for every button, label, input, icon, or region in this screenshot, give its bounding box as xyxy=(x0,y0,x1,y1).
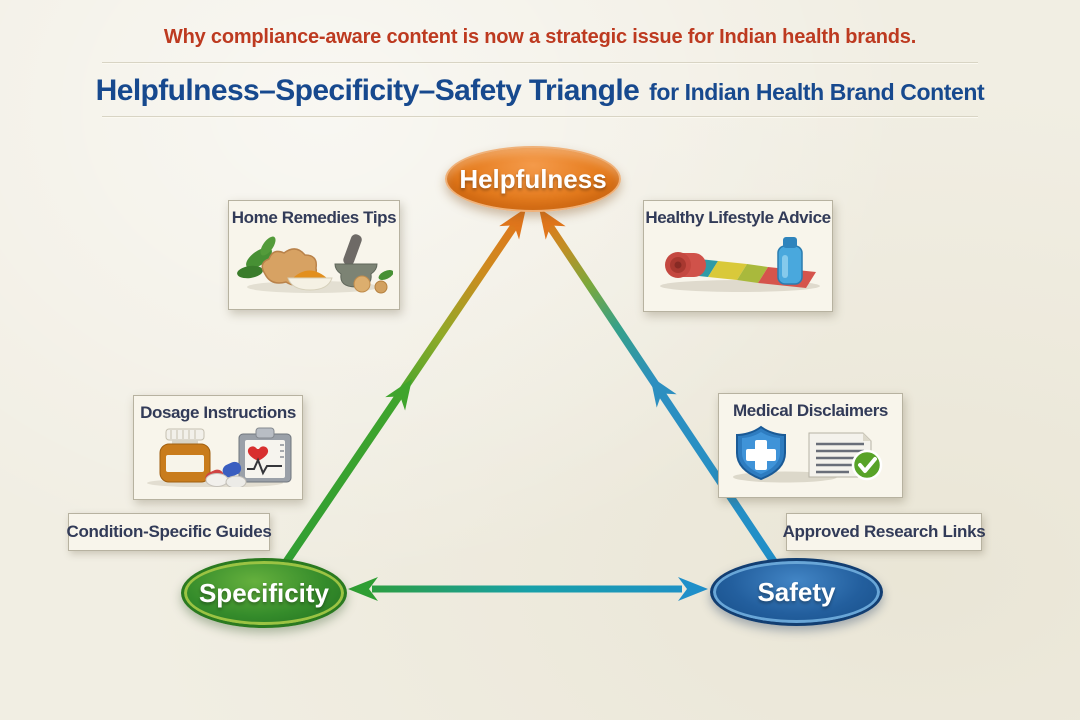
herbs-mortar-illustration xyxy=(237,234,393,294)
node-helpfulness-label: Helpfulness xyxy=(459,163,607,194)
card-home-remedies-title: Home Remedies Tips xyxy=(231,208,397,227)
node-safety: Safety xyxy=(710,558,883,626)
divider-bottom xyxy=(102,116,978,118)
label-approved-research-links: Approved Research Links xyxy=(783,513,986,551)
page-title: Helpfulness–Specificity–Safety Triangle … xyxy=(0,74,1080,108)
label-approved-research-links-text: Approved Research Links xyxy=(782,522,986,541)
card-dosage-instructions-title: Dosage Instructions xyxy=(140,403,296,422)
arrowhead-to-specificity xyxy=(348,577,378,601)
arrowhead-left-mid xyxy=(385,379,412,411)
divider-top xyxy=(102,62,978,64)
node-specificity-label: Specificity xyxy=(198,577,330,608)
label-condition-specific-guides-text: Condition-Specific Guides xyxy=(66,522,272,541)
card-medical-disclaimers-title: Medical Disclaimers xyxy=(733,401,888,420)
card-medical-disclaimers: Medical Disclaimers xyxy=(718,393,903,498)
card-dosage-instructions: Dosage Instructions xyxy=(133,395,303,500)
shield-document-check-illustration xyxy=(732,425,882,483)
card-healthy-lifestyle-title: Healthy Lifestyle Advice xyxy=(645,208,831,227)
card-healthy-lifestyle: Healthy Lifestyle Advice xyxy=(643,200,833,312)
tagline: Why compliance-aware content is now a st… xyxy=(163,26,917,48)
arrowhead-right-mid xyxy=(650,376,677,408)
yoga-mat-bottle-illustration xyxy=(660,237,820,292)
node-specificity: Specificity xyxy=(181,558,347,628)
arrowhead-to-safety xyxy=(678,577,708,601)
pill-bottle-clipboard-illustration xyxy=(147,427,292,487)
node-safety-label: Safety xyxy=(757,576,836,607)
node-helpfulness: Helpfulness xyxy=(445,146,621,212)
label-condition-specific-guides: Condition-Specific Guides xyxy=(66,513,272,551)
card-home-remedies: Home Remedies Tips xyxy=(228,200,400,310)
page-title-suffix: for Indian Health Brand Content xyxy=(649,79,985,105)
page-title-main: Helpfulness–Specificity–Safety Triangle xyxy=(95,74,640,107)
